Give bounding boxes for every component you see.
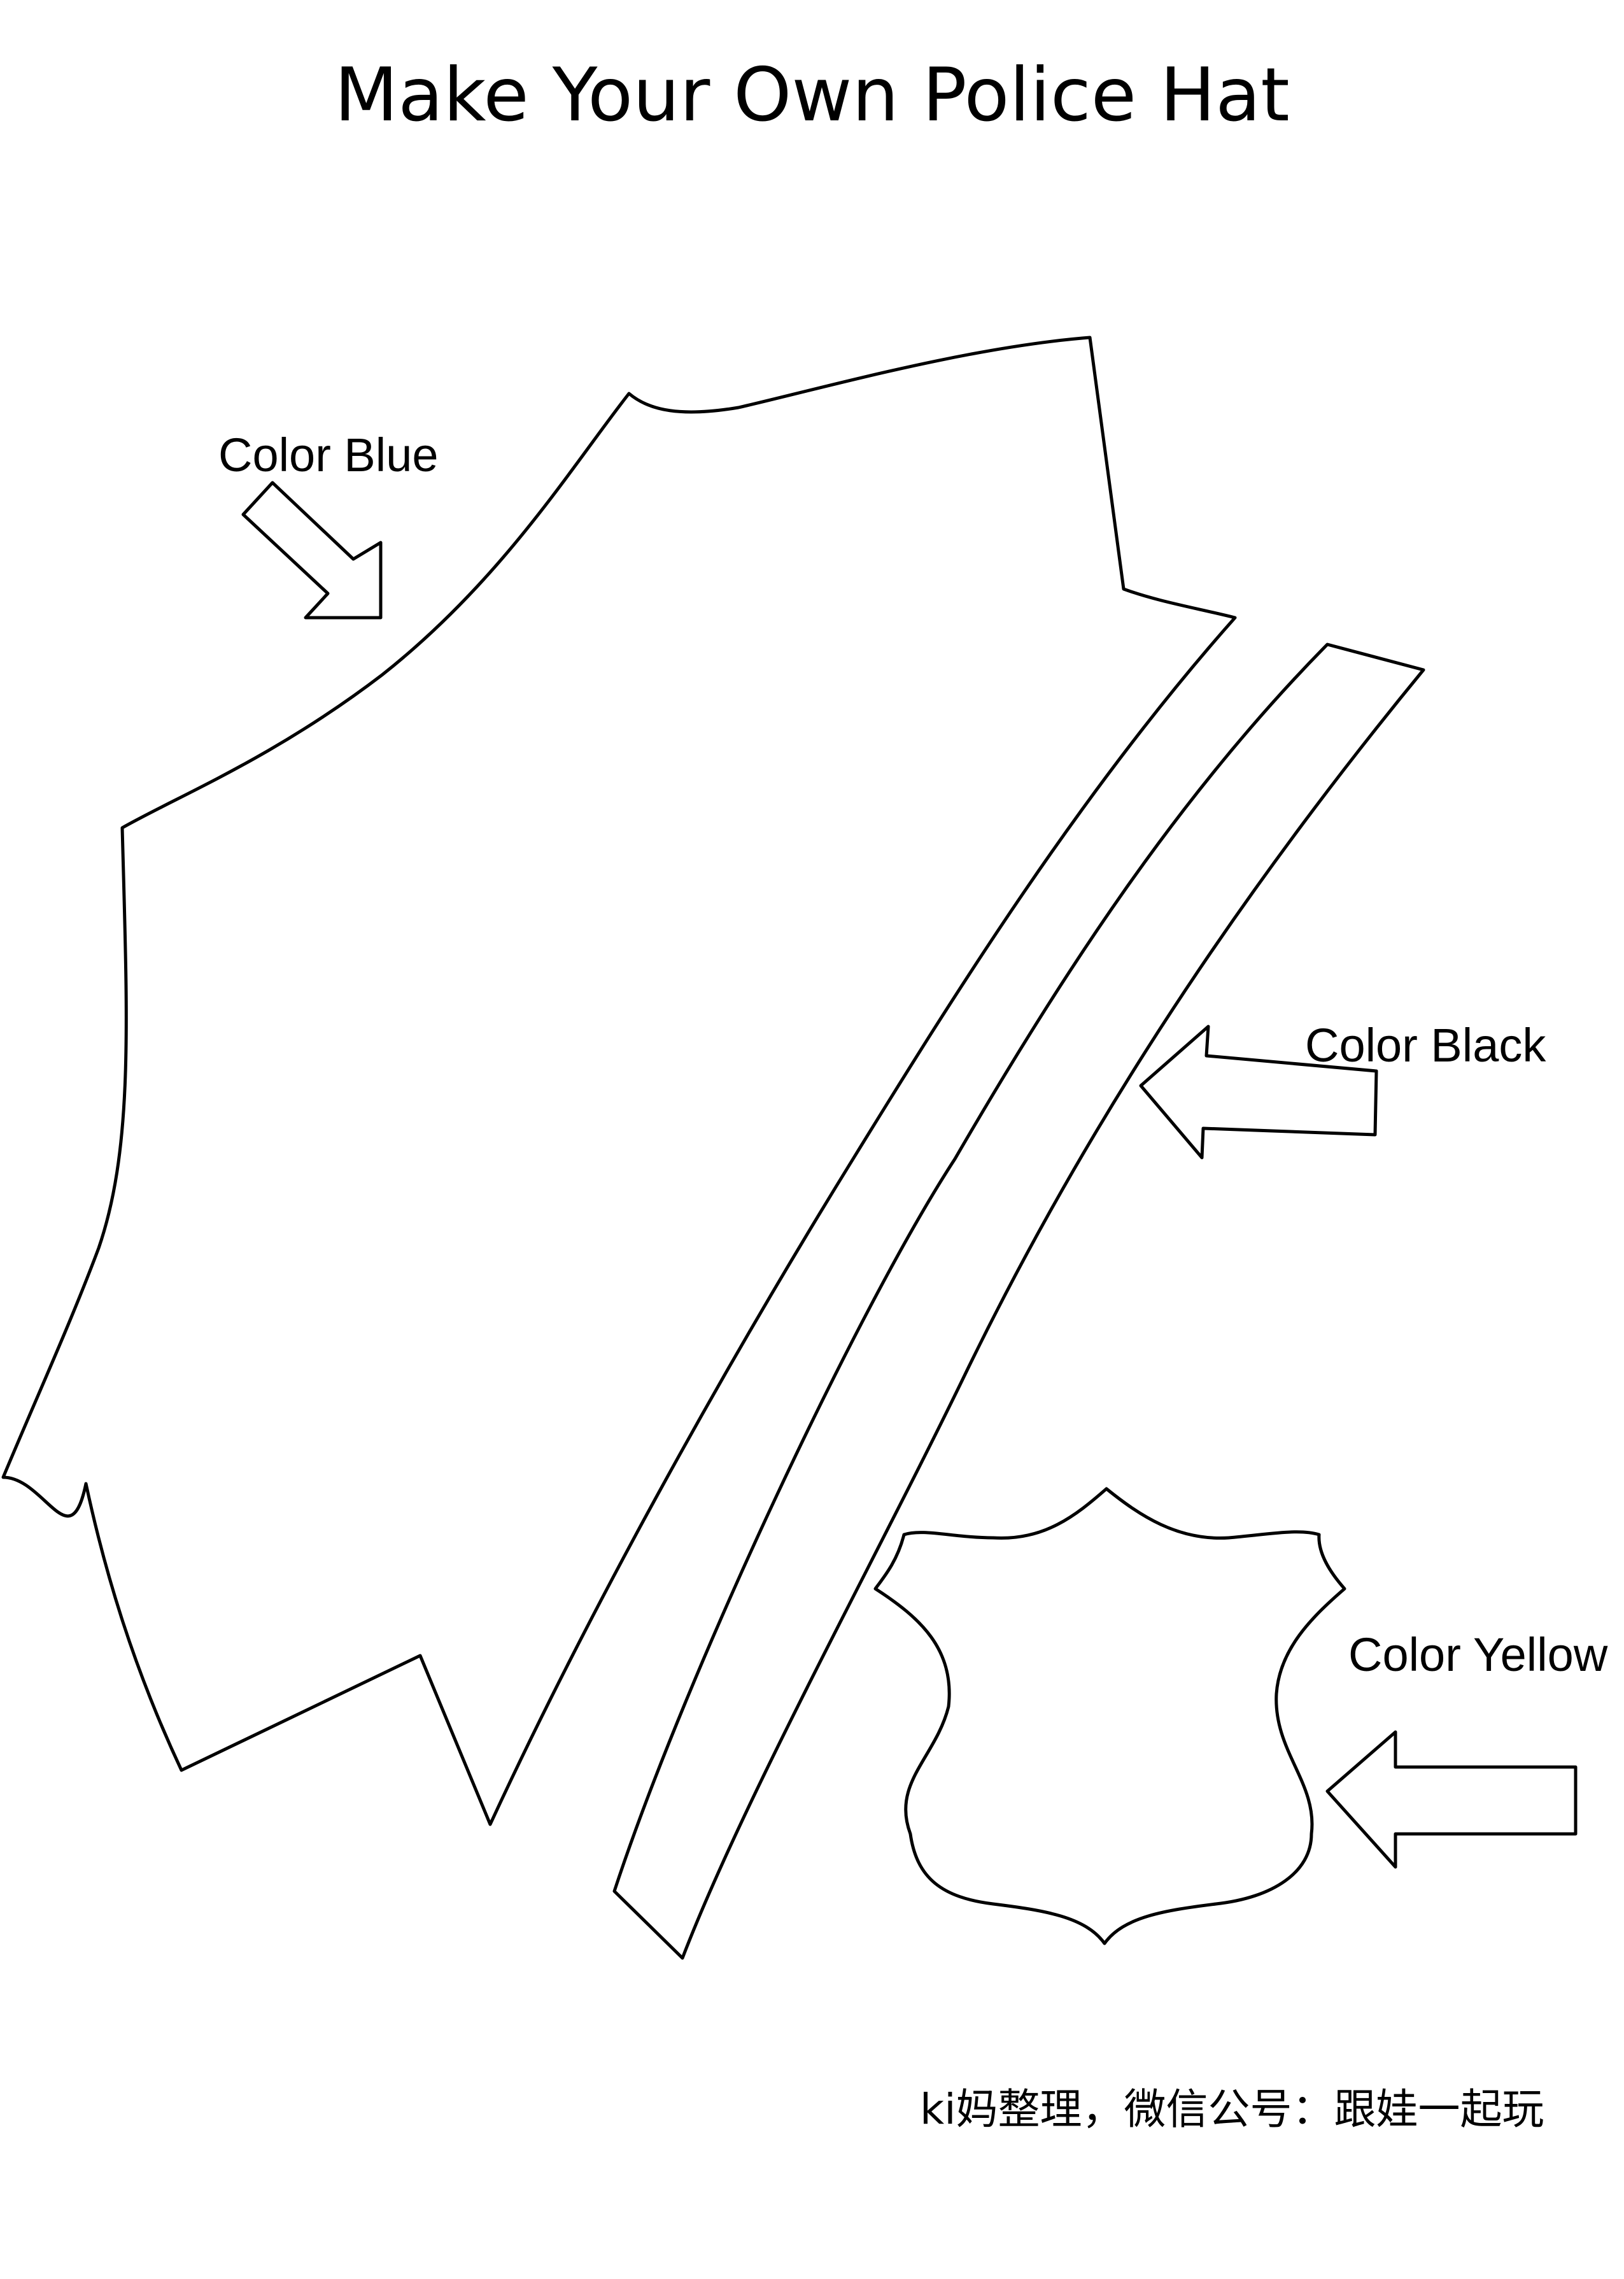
label-color-blue: Color Blue — [218, 429, 439, 481]
label-color-yellow: Color Yellow — [1348, 1628, 1608, 1681]
shield-badge — [873, 1487, 1346, 1945]
hat-crown-piece — [1, 336, 1237, 1826]
hat-band-strip — [612, 643, 1425, 1960]
arrow-left-icon — [1139, 1025, 1378, 1160]
credit-text: ki妈整理，微信公号：跟娃一起玩 — [920, 2085, 1544, 2134]
arrow-down-right-icon — [241, 481, 383, 620]
arrow-left-icon — [1325, 1730, 1578, 1869]
page-title: Make Your Own Police Hat — [334, 52, 1290, 138]
label-color-black: Color Black — [1305, 1019, 1546, 1072]
